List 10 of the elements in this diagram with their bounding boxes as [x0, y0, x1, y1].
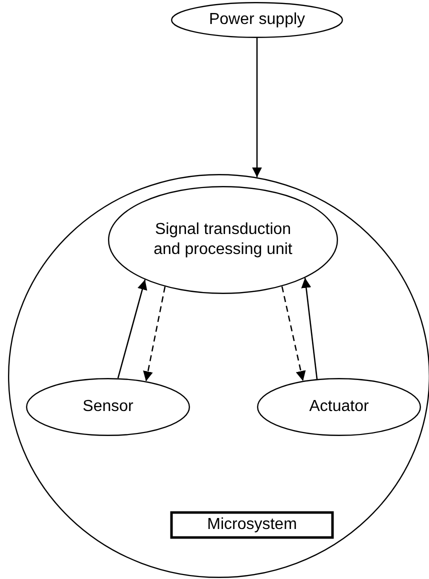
arrow	[117, 280, 148, 378]
node-label: Power supply	[208, 10, 306, 30]
arrow	[281, 286, 306, 382]
node-label: Microsystem	[207, 515, 297, 535]
arrow	[301, 278, 318, 380]
arrow	[252, 38, 262, 178]
node-label: Sensor	[82, 397, 134, 417]
node-label: Actuator	[309, 397, 369, 417]
arrow	[143, 286, 166, 382]
node-label: Signal transduction and processing unit	[153, 220, 293, 260]
